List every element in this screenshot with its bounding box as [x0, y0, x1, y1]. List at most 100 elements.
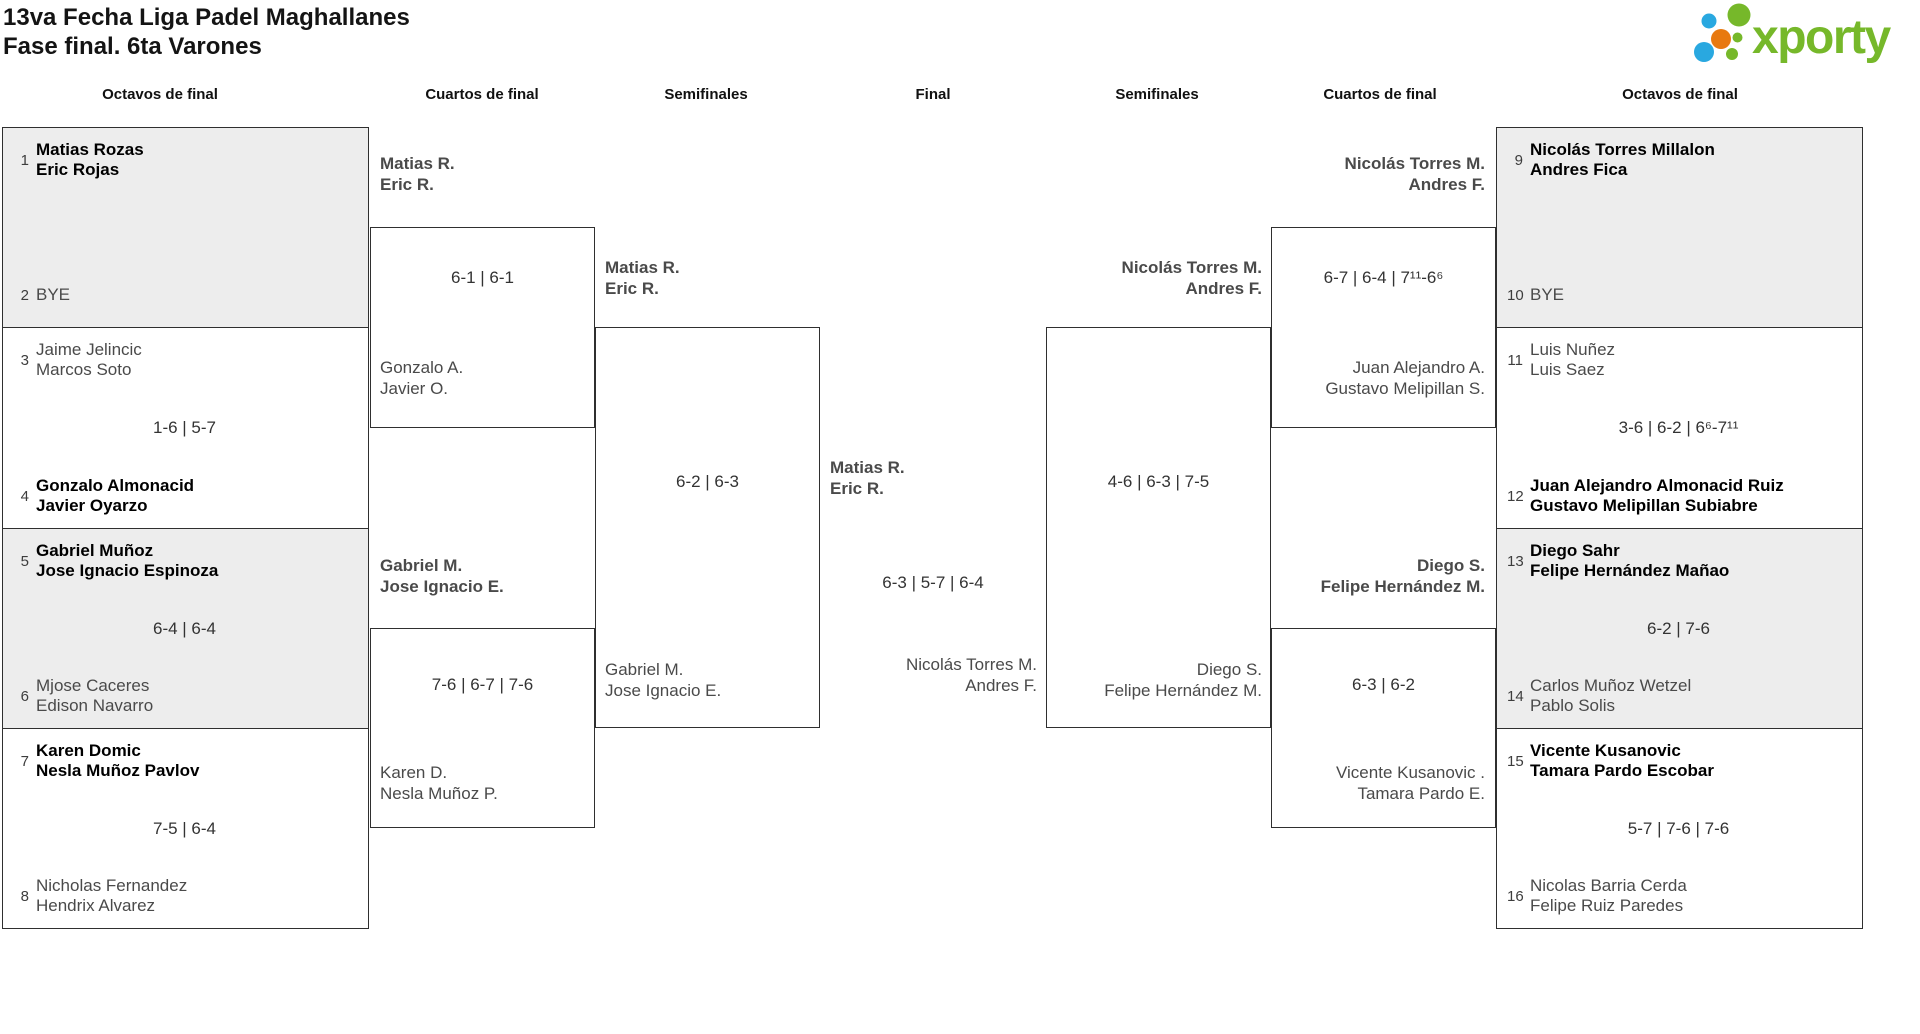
score-qf-right-top: 6-7 | 6-4 | 7¹¹-6⁶ — [1323, 268, 1444, 287]
player-name: BYE — [1530, 285, 1565, 304]
player-name: Eric Rojas — [36, 160, 120, 179]
team-names: Luis Nuñez Luis Saez — [1530, 340, 1615, 380]
xporty-logo-graphic: xporty — [1694, 3, 1893, 64]
seed-number: 14 — [1507, 687, 1524, 705]
player-name: Eric R. — [830, 478, 884, 498]
team-names: BYE — [1530, 285, 1564, 305]
player-name: Diego Sahr — [1530, 541, 1620, 560]
round-header-octavos-left: Octavos de final — [102, 86, 218, 103]
team-row: 13 Diego Sahr Felipe Hernández Mañao — [1507, 541, 1850, 581]
player-name: Nicolás Torres M. — [1344, 154, 1485, 173]
player-name: Gustavo Melipillan Subiabre — [1530, 496, 1758, 515]
team-row: 5 Gabriel Muñoz Jose Ignacio Espinoza — [13, 541, 356, 581]
team-row: 10 BYE — [1507, 285, 1850, 305]
player-name: Vicente Kusanovic . — [1336, 763, 1485, 782]
seed-number: 12 — [1507, 487, 1524, 505]
team-names: Vicente Kusanovic Tamara Pardo Escobar — [1530, 741, 1714, 781]
player-name: Matias R. — [830, 458, 905, 477]
player-name: Jose Ignacio E. — [605, 680, 722, 700]
label-qf-left-bottom-team2: Karen D. Nesla Muñoz P. — [380, 763, 498, 804]
player-name: Jose Ignacio E. — [380, 576, 504, 596]
match-score: 1-6 | 5-7 — [152, 418, 216, 437]
player-name: Tamara Pardo E. — [1357, 783, 1485, 803]
octavos-match-3-4: 3 Jaime Jelincic Marcos Soto 1-6 | 5-7 4… — [2, 327, 369, 529]
team-names: Mjose Caceres Edison Navarro — [36, 676, 153, 716]
logo-dot-icon — [1732, 32, 1743, 43]
player-name: Andres F. — [1408, 174, 1485, 194]
seed-number: 5 — [20, 552, 29, 570]
seed-number: 2 — [20, 286, 29, 304]
seed-number: 8 — [20, 887, 29, 905]
seed-number: 13 — [1507, 552, 1524, 570]
tournament-title-line2: Fase final. 6ta Varones — [3, 33, 262, 60]
team-row: 15 Vicente Kusanovic Tamara Pardo Escoba… — [1507, 741, 1850, 781]
label-qf-right-top-team2: Juan Alejandro A. Gustavo Melipillan S. — [1325, 358, 1485, 399]
player-name: Felipe Ruiz Paredes — [1530, 896, 1684, 915]
logo-dot-icon — [1727, 3, 1751, 27]
team-names: Gabriel Muñoz Jose Ignacio Espinoza — [36, 541, 218, 581]
label-semi-left-team1: Matias R. Eric R. — [605, 258, 680, 299]
octavos-match-11-12: 11 Luis Nuñez Luis Saez 3-6 | 6-2 | 6⁶-7… — [1496, 327, 1863, 529]
logo-dot-icon — [1694, 42, 1714, 62]
player-name: Vicente Kusanovic — [1530, 741, 1681, 760]
player-name: Mjose Caceres — [36, 676, 150, 695]
team-names: Jaime Jelincic Marcos Soto — [36, 340, 142, 380]
seed-number: 4 — [20, 487, 29, 505]
match-score: 7-5 | 6-4 — [152, 818, 216, 838]
player-name: Andres F. — [965, 675, 1037, 695]
logo-dot-icon — [1701, 13, 1717, 29]
player-name: Gustavo Melipillan S. — [1325, 378, 1485, 398]
player-name: Andres F. — [1185, 278, 1262, 298]
team-names: BYE — [36, 285, 70, 305]
player-name: Nicolás Torres M. — [1121, 258, 1262, 277]
player-name: Matias R. — [380, 154, 455, 173]
player-name: Felipe Hernández Mañao — [1530, 561, 1730, 580]
player-name: BYE — [36, 285, 71, 304]
label-qf-right-bottom-team2: Vicente Kusanovic . Tamara Pardo E. — [1336, 763, 1485, 804]
semi-cell-right — [1046, 327, 1271, 728]
player-name: Matias R. — [605, 258, 680, 277]
round-header-final: Final — [915, 86, 951, 103]
tournament-title-line1: 13va Fecha Liga Padel Maghallanes — [3, 4, 410, 31]
player-name: Luis Saez — [1530, 360, 1605, 379]
player-name: Hendrix Alvarez — [36, 896, 156, 915]
team-row: 4 Gonzalo Almonacid Javier Oyarzo — [13, 476, 356, 516]
seed-number: 10 — [1507, 286, 1524, 304]
seed-number: 3 — [20, 351, 29, 369]
seed-number: 15 — [1507, 752, 1524, 770]
team-row: 12 Juan Alejandro Almonacid Ruiz Gustavo… — [1507, 476, 1850, 516]
logo-wordmark: xporty — [1752, 11, 1892, 64]
player-name: Nicholas Fernandez — [36, 876, 188, 895]
seed-number: 16 — [1507, 887, 1524, 905]
team-row: 9 Nicolás Torres Millalon Andres Fica — [1507, 140, 1850, 180]
seed-number: 6 — [20, 687, 29, 705]
label-semi-left-team2: Gabriel M. Jose Ignacio E. — [605, 660, 721, 701]
match-score: 6-2 | 7-6 — [1646, 618, 1710, 638]
player-name: Javier O. — [380, 378, 449, 398]
label-qf-left-bottom-team1: Gabriel M. Jose Ignacio E. — [380, 556, 504, 597]
player-name: Nicolas Barria Cerda — [1530, 876, 1687, 895]
player-name: Javier Oyarzo — [36, 496, 148, 515]
semi-cell-left — [595, 327, 820, 728]
seed-number: 9 — [1514, 151, 1523, 169]
seed-number: 11 — [1507, 351, 1523, 369]
player-name: Diego S. — [1196, 660, 1262, 679]
match-score: 5-7 | 7-6 | 7-6 — [1627, 818, 1730, 838]
player-name: Jaime Jelincic — [36, 340, 142, 359]
team-names: Diego Sahr Felipe Hernández Mañao — [1530, 541, 1729, 581]
round-header-semis-left: Semifinales — [664, 86, 748, 103]
qf-cell-left-bottom — [370, 628, 595, 828]
octavos-match-7-8: 7 Karen Domic Nesla Muñoz Pavlov 7-5 | 6… — [2, 728, 369, 929]
player-name: Andres Fica — [1530, 160, 1628, 179]
player-name: Juan Alejandro A. — [1352, 358, 1485, 377]
score-semi-right: 4-6 | 6-3 | 7-5 — [1107, 472, 1210, 491]
match-score: 6-4 | 6-4 — [152, 618, 216, 638]
score-semi-left: 6-2 | 6-3 — [675, 472, 739, 491]
team-row: 8 Nicholas Fernandez Hendrix Alvarez — [13, 876, 356, 916]
score-qf-left-top: 6-1 | 6-1 — [450, 268, 514, 287]
round-header-cuartos-left: Cuartos de final — [425, 86, 539, 103]
player-name: Edison Navarro — [36, 696, 154, 715]
player-name: Juan Alejandro Almonacid Ruiz — [1530, 476, 1784, 495]
xporty-logo: xporty — [1682, 0, 1914, 75]
player-name: Eric R. — [380, 174, 434, 194]
